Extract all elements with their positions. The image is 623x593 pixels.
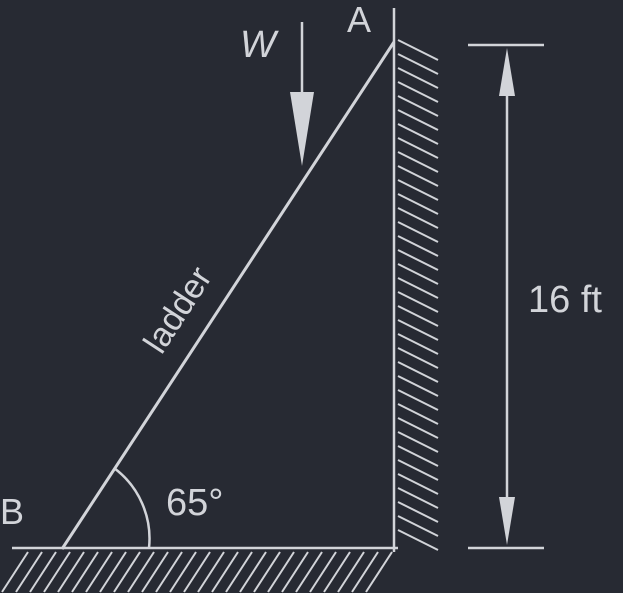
ground-hatch-mark bbox=[1, 551, 29, 593]
ground-hatch-mark bbox=[239, 551, 267, 593]
ground-hatch-mark bbox=[309, 551, 337, 593]
wall-hatch-mark bbox=[397, 375, 439, 397]
ground-hatch-mark bbox=[365, 551, 393, 593]
angle-label: 65° bbox=[166, 482, 224, 524]
wall-hatching bbox=[397, 39, 439, 551]
ground-hatch-mark bbox=[85, 551, 113, 593]
point-a-label: A bbox=[347, 0, 372, 40]
wall-hatch-mark bbox=[397, 151, 439, 173]
wall-hatch-mark bbox=[397, 193, 439, 215]
ground-hatch-mark bbox=[337, 551, 365, 593]
ground-hatch-mark bbox=[211, 551, 239, 593]
wall-hatch-mark bbox=[397, 123, 439, 145]
weight-arrow-head bbox=[290, 92, 314, 166]
wall-hatch-mark bbox=[397, 249, 439, 271]
ground-hatching bbox=[1, 551, 393, 593]
wall-hatch-mark bbox=[397, 417, 439, 439]
wall-hatch-mark bbox=[397, 221, 439, 243]
ground-hatch-mark bbox=[71, 551, 99, 593]
wall-hatch-mark bbox=[397, 445, 439, 467]
ground-hatch-mark bbox=[113, 551, 141, 593]
wall-hatch-mark bbox=[397, 501, 439, 523]
wall-hatch-mark bbox=[397, 515, 439, 537]
angle-arc bbox=[113, 466, 151, 549]
wall-hatch-mark bbox=[397, 529, 439, 551]
wall-hatch-mark bbox=[397, 109, 439, 131]
point-b-label: B bbox=[0, 491, 25, 532]
wall-hatch-mark bbox=[397, 39, 439, 61]
wall-hatch-mark bbox=[397, 207, 439, 229]
wall-hatch-mark bbox=[397, 319, 439, 341]
wall-hatch-mark bbox=[397, 53, 439, 75]
ladder-line bbox=[60, 41, 396, 550]
wall-hatch-mark bbox=[397, 459, 439, 481]
ground-hatch-mark bbox=[267, 551, 295, 593]
wall-hatch-mark bbox=[397, 403, 439, 425]
wall-hatch-mark bbox=[397, 361, 439, 383]
ground-hatch-mark bbox=[15, 551, 43, 593]
ground-hatch-mark bbox=[29, 551, 57, 593]
wall-hatch-mark bbox=[397, 347, 439, 369]
wall-hatch-mark bbox=[397, 487, 439, 509]
wall-hatch-mark bbox=[397, 165, 439, 187]
ground-hatch-mark bbox=[281, 551, 309, 593]
height-label: 16 ft bbox=[528, 279, 602, 321]
wall-hatch-mark bbox=[397, 67, 439, 89]
dimension-arrow-up bbox=[499, 48, 515, 96]
ground-hatch-mark bbox=[183, 551, 211, 593]
wall-hatch-mark bbox=[397, 473, 439, 495]
ground-hatch-mark bbox=[155, 551, 183, 593]
wall-hatch-mark bbox=[397, 235, 439, 257]
ground-hatch-mark bbox=[253, 551, 281, 593]
wall-hatch-mark bbox=[397, 389, 439, 411]
wall-hatch-mark bbox=[397, 291, 439, 313]
ground-hatch-mark bbox=[127, 551, 155, 593]
weight-label: W bbox=[240, 24, 276, 66]
wall-hatch-mark bbox=[397, 263, 439, 285]
wall-hatch-mark bbox=[397, 137, 439, 159]
ground-hatch-mark bbox=[99, 551, 127, 593]
ground-hatch-mark bbox=[225, 551, 253, 593]
ground-hatch-mark bbox=[43, 551, 71, 593]
dimension-arrow-down bbox=[499, 497, 515, 545]
wall-hatch-mark bbox=[397, 277, 439, 299]
wall-hatch-mark bbox=[397, 431, 439, 453]
ground-hatch-mark bbox=[141, 551, 169, 593]
ground-hatch-mark bbox=[351, 551, 379, 593]
wall-hatch-mark bbox=[397, 305, 439, 327]
wall-hatch-mark bbox=[397, 179, 439, 201]
ground-hatch-mark bbox=[169, 551, 197, 593]
ground-hatch-mark bbox=[57, 551, 85, 593]
ground-hatch-mark bbox=[197, 551, 225, 593]
ground-hatch-mark bbox=[295, 551, 323, 593]
wall-hatch-mark bbox=[397, 95, 439, 117]
ground-hatch-mark bbox=[323, 551, 351, 593]
wall-hatch-mark bbox=[397, 333, 439, 355]
wall-hatch-mark bbox=[397, 81, 439, 103]
